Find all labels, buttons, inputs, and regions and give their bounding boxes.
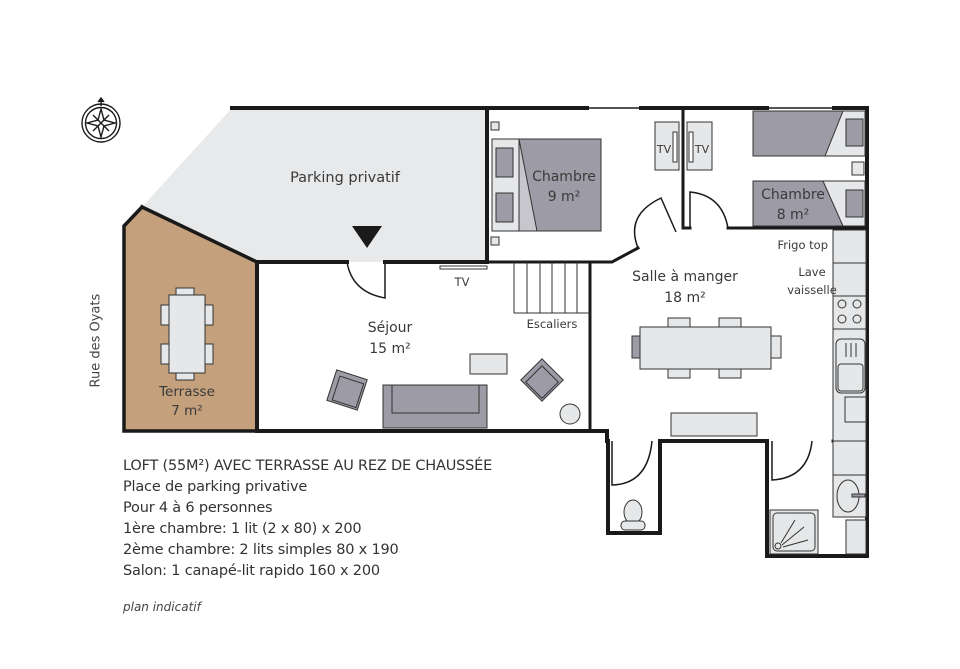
stairs [513, 262, 590, 314]
dining-table [631, 317, 782, 437]
living-room-furniture [326, 353, 581, 429]
single-beds [752, 110, 866, 227]
bedroom-tvs [654, 121, 713, 171]
chambre1-area: 9 m² [548, 189, 581, 205]
sejour-label: Séjour [368, 320, 413, 336]
chambre2-area: 8 m² [777, 207, 810, 223]
vaisselle-label: vaisselle [787, 283, 837, 297]
double-bed [490, 121, 602, 246]
lave-label: Lave [798, 265, 825, 279]
chambre2-label: Chambre [761, 187, 825, 203]
tv-label: TV [454, 275, 470, 289]
info-line: Salon: 1 canapé-lit rapido 160 x 200 [123, 563, 380, 579]
info-line: 2ème chambre: 2 lits simples 80 x 190 [123, 542, 399, 558]
bathroom-fixtures [769, 440, 867, 555]
salle-a-manger-label: Salle à manger [632, 269, 738, 285]
info-line: Place de parking privative [123, 479, 308, 495]
tv-label-chambre2: TV [694, 143, 710, 156]
sejour-area: 15 m² [369, 341, 411, 357]
toilet [620, 499, 646, 531]
terrasse-label: Terrasse [158, 384, 215, 400]
parking-area [142, 108, 487, 262]
info-line: 1ère chambre: 1 lit (2 x 80) x 200 [123, 521, 362, 537]
info-title: LOFT (55M²) AVEC TERRASSE AU REZ DE CHAU… [123, 458, 493, 474]
escaliers-label: Escaliers [527, 317, 578, 331]
street-label: Rue des Oyats [88, 293, 104, 388]
info-line: Pour 4 à 6 personnes [123, 500, 273, 516]
tv-unit [439, 265, 488, 270]
terrasse-area: 7 m² [171, 403, 202, 419]
walls [122, 106, 869, 558]
frigo-label: Frigo top [777, 238, 828, 252]
property-info: LOFT (55M²) AVEC TERRASSE AU REZ DE CHAU… [123, 456, 492, 614]
salle-a-manger-area: 18 m² [664, 290, 706, 306]
info-note: plan indicatif [123, 600, 201, 614]
parking-entrance-arrow-icon [352, 226, 382, 248]
compass-rose-icon [81, 96, 121, 143]
chambre1-label: Chambre [532, 169, 596, 185]
doors [346, 191, 813, 486]
terrace-table [160, 287, 214, 381]
parking-label: Parking privatif [290, 170, 401, 186]
tv-label-chambre1: TV [656, 143, 672, 156]
kitchen-counter [832, 229, 867, 442]
